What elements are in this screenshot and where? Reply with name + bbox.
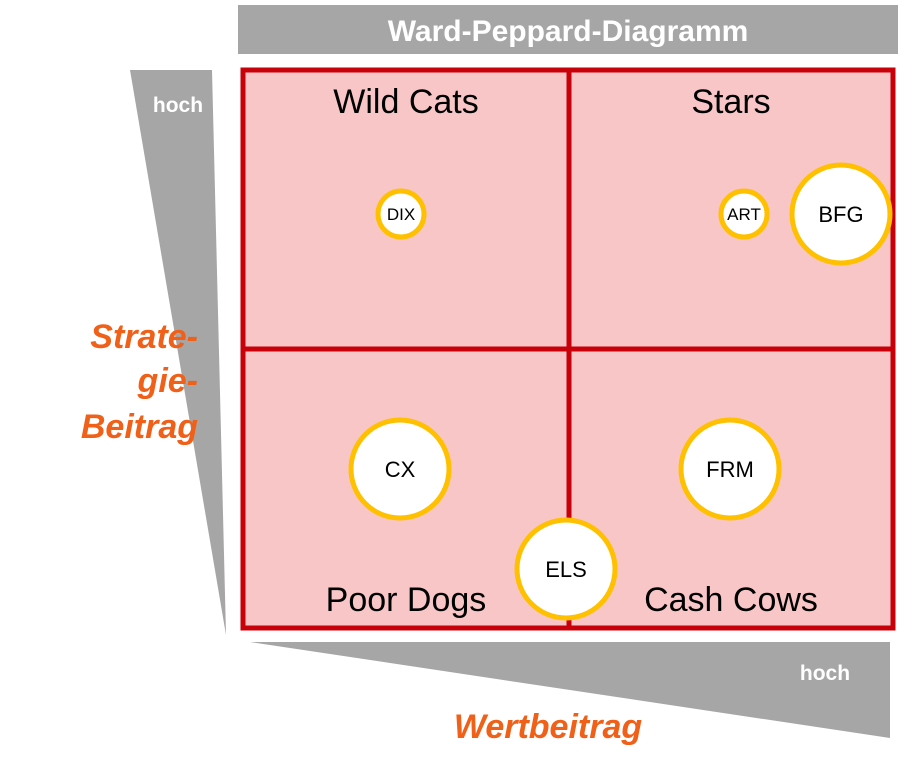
- quadrant-stars: Stars: [691, 83, 770, 121]
- bubble-label: DIX: [387, 205, 415, 224]
- y-axis-high-label: hoch: [153, 94, 203, 117]
- y-axis-label-line: gie-: [137, 362, 198, 400]
- bubble-cx: [348, 417, 452, 521]
- quadrant-cash-cows: Cash Cows: [644, 581, 818, 619]
- bubble-label: ART: [727, 205, 761, 224]
- y-axis-label-line: Beitrag: [81, 408, 198, 446]
- x-axis-wedge: [250, 642, 890, 738]
- title-bar: [238, 5, 898, 54]
- bubble-dix: [375, 188, 427, 240]
- y-axis-label-line: Strate-: [90, 318, 198, 356]
- bubble-label: ELS: [545, 557, 587, 582]
- bubble-frm: [678, 417, 782, 521]
- x-axis-label: Wertbeitrag: [454, 708, 643, 746]
- quadrant-wild-cats: Wild Cats: [333, 83, 478, 121]
- x-axis-high-label: hoch: [800, 662, 850, 685]
- title: Ward-Peppard-Diagramm: [388, 15, 749, 48]
- bubble-art: [718, 188, 770, 240]
- bubble-label: BFG: [818, 202, 863, 227]
- bubble-els: [514, 517, 618, 621]
- bubble-label: FRM: [706, 457, 754, 482]
- y-axis-wedge: [130, 70, 226, 635]
- bubble-bfg: [789, 162, 893, 266]
- quadrant-poor-dogs: Poor Dogs: [326, 581, 487, 619]
- bubble-label: CX: [385, 457, 416, 482]
